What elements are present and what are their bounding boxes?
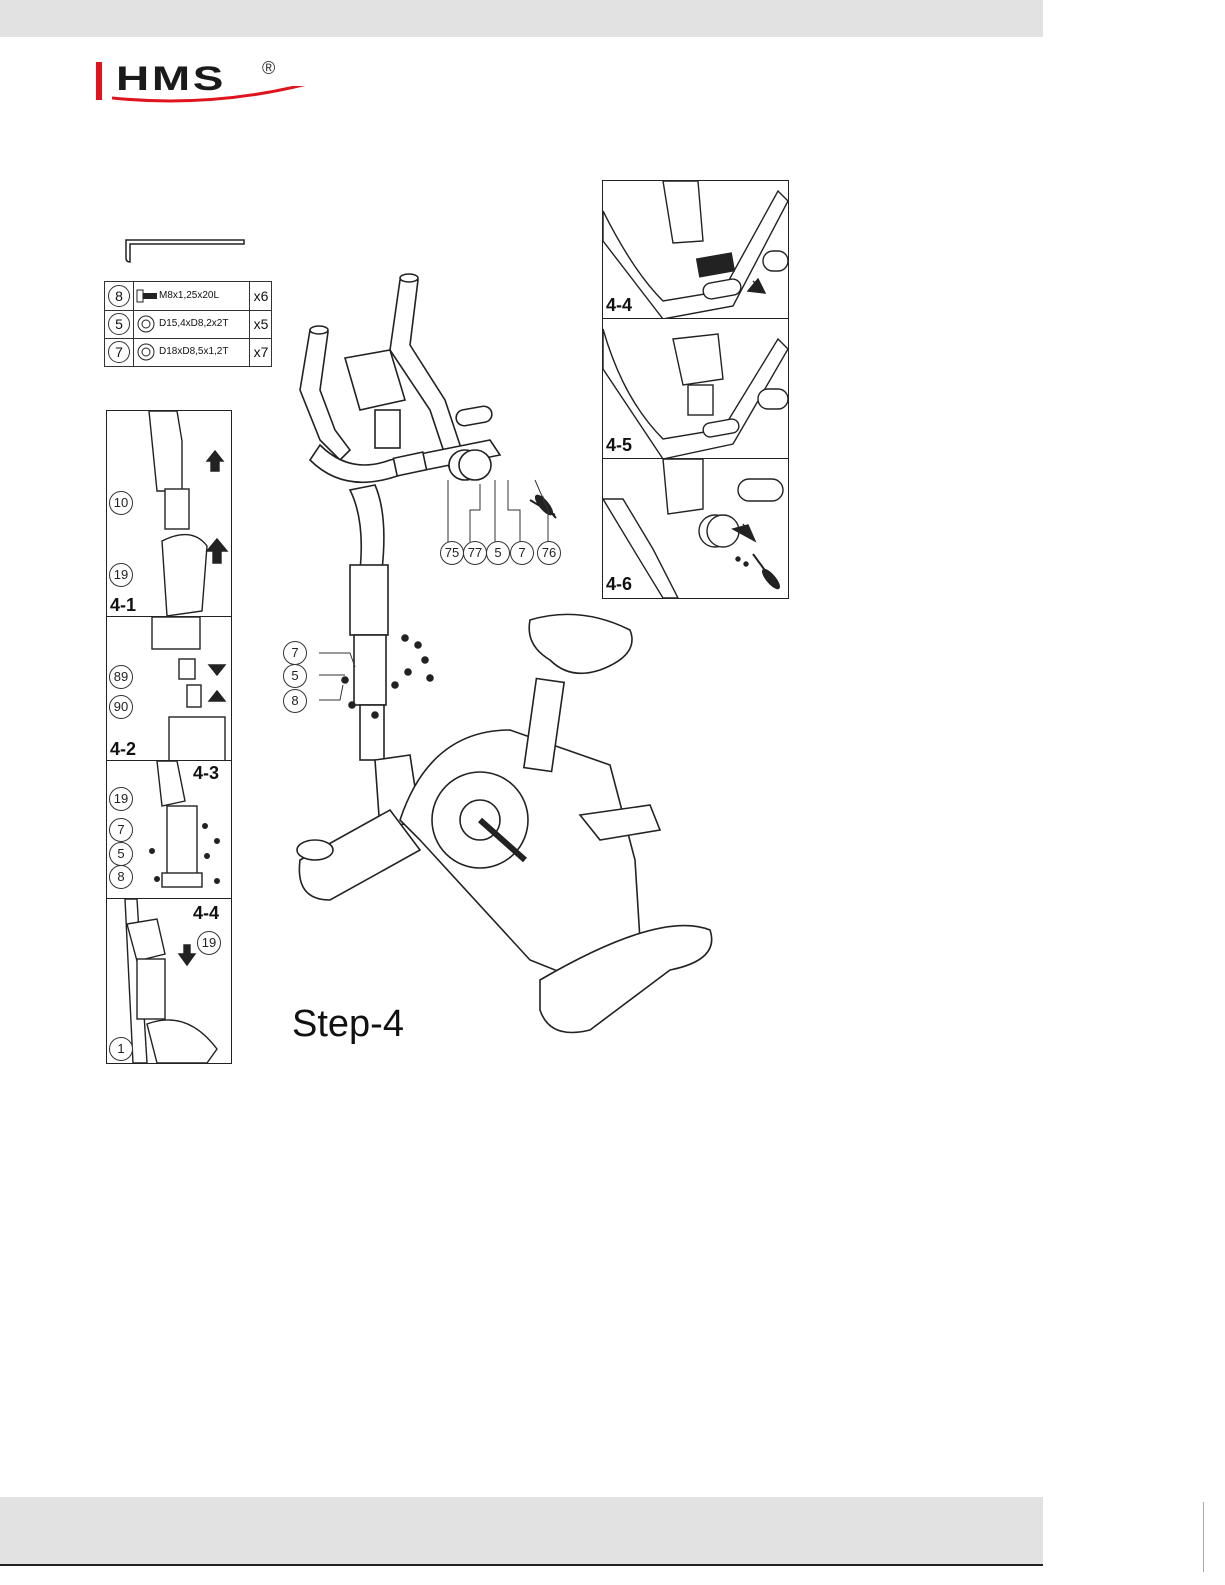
logo-swoosh-icon	[112, 86, 312, 106]
callout-1: 1	[109, 1037, 133, 1061]
panel-tag: 4-3	[193, 763, 219, 784]
detail-panel-right-4-6: 4-6	[602, 458, 789, 599]
detail-panel-4-3: 19 7 5 8 4-3	[106, 760, 232, 900]
parts-row: 8 M8x1,25x20L x6	[105, 282, 271, 311]
panel-tag: 4-4	[193, 903, 219, 924]
callout-77: 77	[463, 541, 487, 565]
callout-19: 19	[109, 787, 133, 811]
callout-89: 89	[109, 665, 133, 689]
panel-tag: 4-5	[606, 435, 632, 456]
detail-panel-4-1: 10 19 4-1	[106, 410, 232, 618]
callout-7: 7	[109, 818, 133, 842]
callout-8: 8	[109, 865, 133, 889]
post-leader-lines	[305, 645, 375, 715]
callout-5: 5	[283, 664, 307, 688]
parts-row: 7 D18xD8,5x1,2T x7	[105, 338, 271, 366]
logo-red-bar	[96, 62, 102, 100]
callout-19: 19	[109, 563, 133, 587]
part-spec: D18xD8,5x1,2T	[159, 346, 251, 357]
callout-76: 76	[537, 541, 561, 565]
panel-tag: 4-6	[606, 574, 632, 595]
callout-75: 75	[440, 541, 464, 565]
footer-rule	[0, 1564, 1043, 1566]
part-qty: x7	[249, 338, 272, 366]
allen-key-icon	[120, 236, 250, 266]
callout-10: 10	[109, 491, 133, 515]
page-edge-mark	[1203, 1502, 1218, 1572]
callout-90: 90	[109, 695, 133, 719]
part-qty: x5	[249, 310, 272, 338]
part-spec: D15,4xD8,2x2T	[159, 318, 251, 329]
callout-19: 19	[197, 931, 221, 955]
detail-panel-4-4: 19 1 4-4	[106, 898, 232, 1064]
registered-mark: ®	[262, 58, 275, 79]
footer-bar	[0, 1497, 1043, 1565]
bolt-icon	[135, 286, 157, 306]
header-bar	[0, 0, 1043, 37]
panel-tag: 4-1	[110, 595, 136, 616]
part-number: 5	[108, 313, 130, 335]
panel-tag: 4-4	[606, 295, 632, 316]
parts-table: 8 M8x1,25x20L x6 5 D15,4xD8,2x2T x5 7 D1…	[104, 281, 272, 367]
brand-logo: HMS ®	[94, 58, 314, 104]
callout-8: 8	[283, 689, 307, 713]
part-spec: M8x1,25x20L	[159, 290, 251, 301]
detail-panel-right-4-5: 4-5	[602, 318, 789, 460]
part-number: 7	[108, 341, 130, 363]
detail-panel-right-4-4: 4-4	[602, 180, 789, 320]
part-number: 8	[108, 285, 130, 307]
callout-7: 7	[510, 541, 534, 565]
flat-washer-icon	[135, 342, 157, 362]
spring-washer-icon	[135, 314, 157, 334]
detail-panel-4-2: 89 90 4-2	[106, 616, 232, 762]
callout-5: 5	[486, 541, 510, 565]
panel-tag: 4-2	[110, 739, 136, 760]
handlebar-leader-lines	[440, 470, 570, 550]
parts-row: 5 D15,4xD8,2x2T x5	[105, 310, 271, 339]
callout-5: 5	[109, 842, 133, 866]
part-qty: x6	[249, 282, 272, 310]
callout-7: 7	[283, 641, 307, 665]
step-title: Step-4	[292, 1003, 404, 1046]
